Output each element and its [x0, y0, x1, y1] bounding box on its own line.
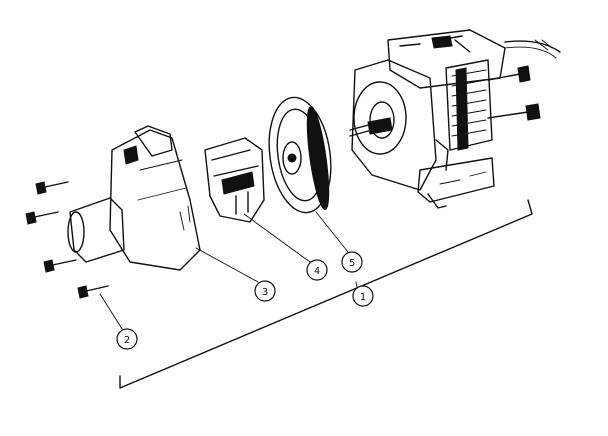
svg-text:5: 5 — [349, 258, 355, 269]
leader-lines — [99, 199, 533, 389]
callout-2: 2 — [116, 328, 138, 350]
seal-bracket — [204, 137, 265, 223]
callout-4: 4 — [306, 259, 328, 281]
motor-assembly — [349, 29, 561, 209]
callout-1: 1 — [352, 285, 374, 307]
svg-text:4: 4 — [314, 266, 320, 277]
svg-text:2: 2 — [124, 335, 130, 346]
callout-5: 5 — [341, 251, 363, 273]
callout-3: 3 — [254, 280, 276, 302]
screws — [25, 181, 109, 299]
svg-text:1: 1 — [360, 292, 366, 303]
impeller-disc — [268, 96, 332, 214]
pump-housing — [67, 125, 201, 271]
svg-text:3: 3 — [262, 287, 268, 298]
